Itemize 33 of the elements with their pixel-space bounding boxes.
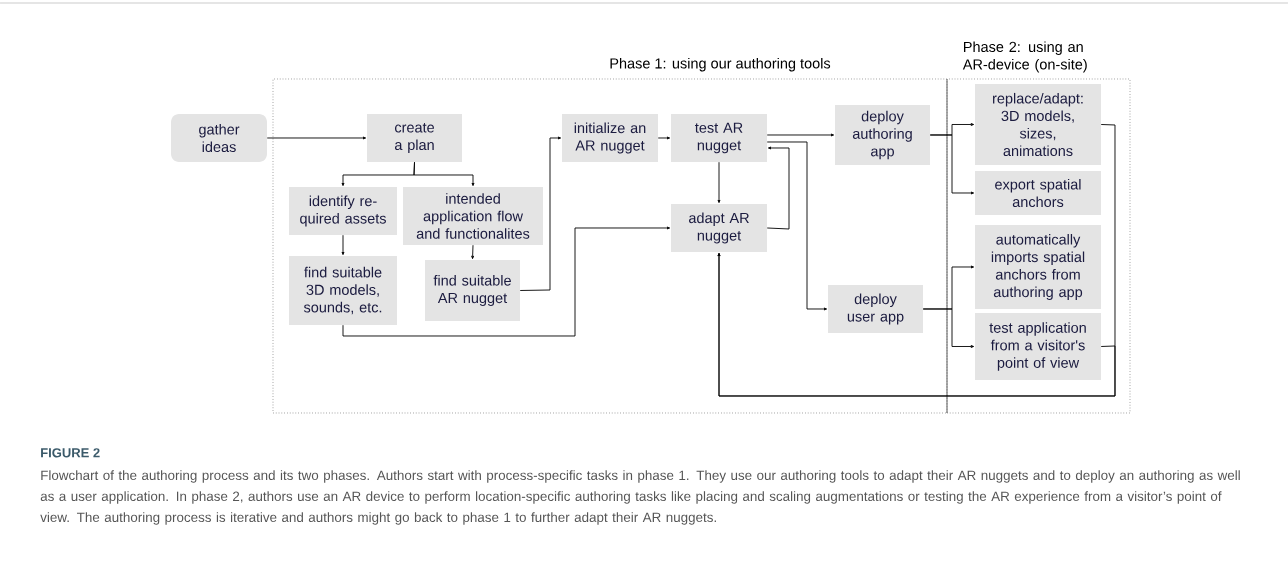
arrow <box>922 308 975 348</box>
arrow <box>766 141 828 311</box>
process-box: replace/adapt: 3D models, sizes, animations <box>975 84 1101 165</box>
process-box: automatically imports spatial anchors from authoring app <box>975 225 1101 309</box>
arrow <box>341 234 345 256</box>
process-box: find suitable 3D models, sounds, etc. <box>289 256 397 325</box>
arrow <box>929 134 975 195</box>
process-box: deploy user app <box>828 285 923 333</box>
caption-text: Flowchart of the authoring process and its two phases. Authors start with process-specific tasks in phase 1. They use our authoring tools to adapt their AR nuggets and to deploy an authoring as well as a user application. In phase 2, authors use an AR device to perform location-specific authoring tasks like placing and scaling augmentations or testing the AR experience from a visitor’s point of view. The authoring process is iterative and authors might go back to phase 1 to further adapt their AR nuggets. <box>40 470 1240 525</box>
process-box: test AR nugget <box>671 114 767 162</box>
process-box: intended application flow and functionalites <box>403 187 543 245</box>
process-box: identify re- quired assets <box>289 187 397 235</box>
arrow <box>266 136 367 140</box>
process-box: deploy authoring app <box>835 105 930 165</box>
node-label: Phase 2: using an AR-device (on-site) <box>962 41 1087 73</box>
node-label: Phase 1: using our authoring tools <box>610 57 831 72</box>
arrow <box>519 136 562 291</box>
process-box: create a plan <box>367 114 462 162</box>
figure-label: FIGURE 2 <box>41 448 100 458</box>
arrow <box>657 136 671 140</box>
process-box: initialize an AR nugget <box>562 114 658 162</box>
arrow <box>717 252 1116 397</box>
process-box: find suitable AR nugget <box>425 260 520 321</box>
start-box: gather ideas <box>171 114 267 162</box>
arrow <box>471 244 475 260</box>
arrow <box>717 161 721 204</box>
arrow <box>342 226 671 337</box>
process-box: adapt AR nugget <box>671 204 767 252</box>
arrow <box>766 146 790 230</box>
arrow <box>766 133 835 137</box>
process-box: test application from a visitor's point of view <box>975 313 1101 380</box>
arrow <box>413 161 475 187</box>
process-box: export spatial anchors <box>975 171 1101 215</box>
